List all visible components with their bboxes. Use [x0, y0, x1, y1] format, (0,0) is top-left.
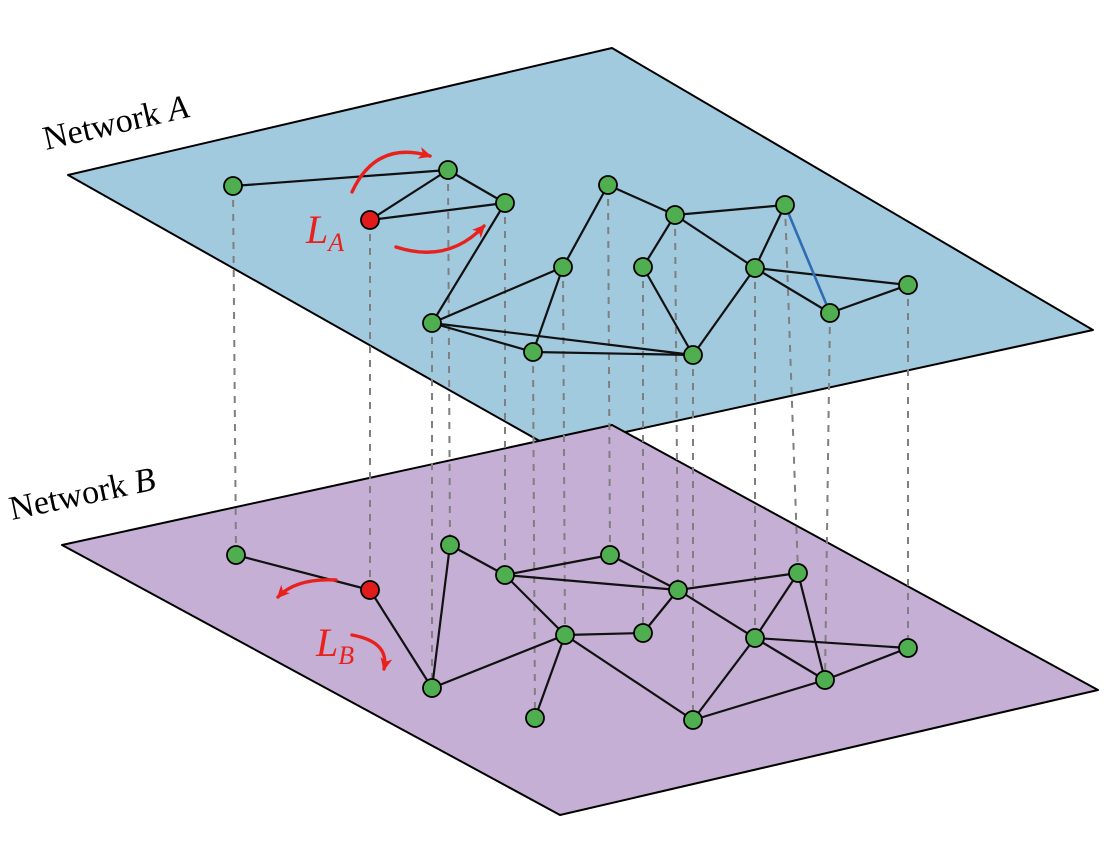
network-node	[745, 628, 765, 648]
network-node	[525, 708, 545, 728]
active-node	[360, 580, 380, 600]
network-a-edge	[607, 183, 676, 217]
network-a-edge	[232, 168, 449, 188]
network-node	[633, 623, 653, 643]
network-node	[495, 193, 515, 213]
network-b-edge	[504, 553, 611, 577]
network-node	[820, 303, 840, 323]
network-a-edge	[531, 266, 565, 353]
loop-arrow	[350, 147, 432, 194]
network-b-edge	[504, 573, 679, 592]
network-a-edge	[562, 184, 609, 268]
network-a-edge	[532, 350, 694, 357]
network-node	[683, 345, 703, 365]
network-node	[898, 275, 918, 295]
network-node	[668, 580, 688, 600]
network-a-plane	[67, 47, 1094, 449]
network-a-edge	[754, 266, 909, 287]
network-b-edge	[430, 544, 452, 689]
active-node	[360, 210, 380, 230]
network-b-edge	[564, 634, 694, 721]
network-a-edge	[431, 265, 564, 325]
network-b-edge	[564, 631, 644, 637]
loop-arrow	[394, 224, 486, 254]
network-node	[788, 563, 808, 583]
network-node	[633, 257, 653, 277]
network-b-edge	[504, 574, 566, 636]
network-b-edge	[824, 646, 909, 682]
loop-arrow	[350, 633, 393, 671]
interlayer-link	[562, 266, 566, 636]
network-b-edge	[796, 572, 827, 681]
network-b-edge	[692, 637, 756, 721]
network-node	[495, 565, 515, 585]
network-a-edge	[674, 203, 786, 217]
interlayer-link	[674, 214, 679, 591]
network-b-edge	[235, 553, 371, 592]
network-node	[523, 342, 543, 362]
network-a-edge	[431, 202, 506, 324]
interlayer-link	[232, 185, 237, 556]
network-b-edge	[754, 572, 799, 639]
network-b-edge	[677, 589, 756, 639]
network-b-edge	[369, 589, 433, 689]
network-b-edge	[533, 634, 567, 719]
network-a-label: Network A	[39, 88, 192, 157]
network-node	[555, 625, 575, 645]
network-a-edge	[369, 169, 449, 221]
network-a-edge	[447, 169, 506, 204]
network-node	[553, 257, 573, 277]
interlayer-link	[532, 351, 536, 719]
network-a-edge	[369, 201, 506, 222]
network-b-edge	[754, 636, 909, 650]
network-b-edge	[449, 544, 506, 576]
network-node	[226, 545, 246, 565]
loop-arrow	[276, 578, 338, 599]
network-node	[600, 545, 620, 565]
network-node	[440, 535, 460, 555]
network-node	[438, 160, 458, 180]
network-a-edge	[754, 267, 831, 314]
highlight-edge	[783, 204, 832, 314]
network-a-edge	[674, 214, 756, 269]
network-node	[815, 670, 835, 690]
network-a-edge	[754, 204, 786, 269]
network-node	[683, 710, 703, 730]
network-node	[775, 195, 795, 215]
network-a-edge	[642, 266, 694, 356]
network-a-edge	[431, 321, 534, 354]
network-b-edge	[677, 571, 799, 592]
network-b-edge	[754, 637, 826, 681]
network-a-edge	[829, 283, 909, 315]
network-b-edge	[692, 678, 826, 722]
network-b-edge	[609, 554, 679, 591]
network-b-label: Network B	[6, 461, 159, 528]
network-node	[223, 176, 243, 196]
network-node	[422, 678, 442, 698]
network-node	[745, 258, 765, 278]
network-node	[422, 313, 442, 333]
diagram-root: Network A LA Network B LB	[6, 47, 1099, 816]
loop-label-b: LB	[315, 620, 354, 670]
interlayer-link	[447, 169, 451, 546]
network-b-plane	[61, 424, 1099, 816]
network-node	[598, 175, 618, 195]
loop-label-a: LA	[305, 207, 344, 257]
interlayer-link	[784, 204, 799, 574]
network-node	[898, 638, 918, 658]
network-b-edge	[431, 633, 566, 690]
network-a-edge	[642, 214, 676, 268]
interlayer-link	[607, 184, 611, 556]
interlayer-link	[824, 312, 831, 681]
network-node	[665, 205, 685, 225]
network-a-edge	[431, 321, 694, 357]
network-a-edge	[692, 267, 756, 356]
